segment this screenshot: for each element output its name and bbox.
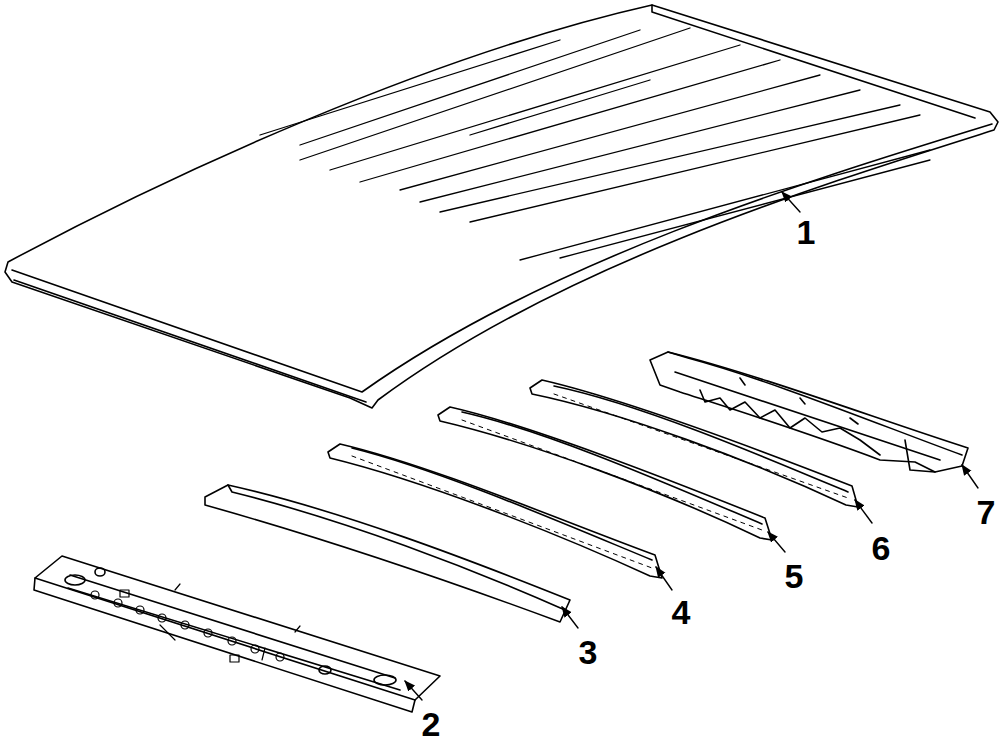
callout-number: 3 <box>579 635 598 669</box>
callout-number: 4 <box>672 595 691 629</box>
callout-number: 1 <box>797 215 816 249</box>
callout-number: 6 <box>872 531 891 565</box>
rear-header <box>650 352 968 472</box>
callout-number: 7 <box>977 495 996 529</box>
roof-panel <box>5 5 998 408</box>
front-header <box>34 556 440 712</box>
callout-number: 2 <box>422 707 441 741</box>
leader-arrow <box>405 192 978 700</box>
callout-number: 5 <box>785 559 804 593</box>
roof-bow <box>438 407 772 540</box>
